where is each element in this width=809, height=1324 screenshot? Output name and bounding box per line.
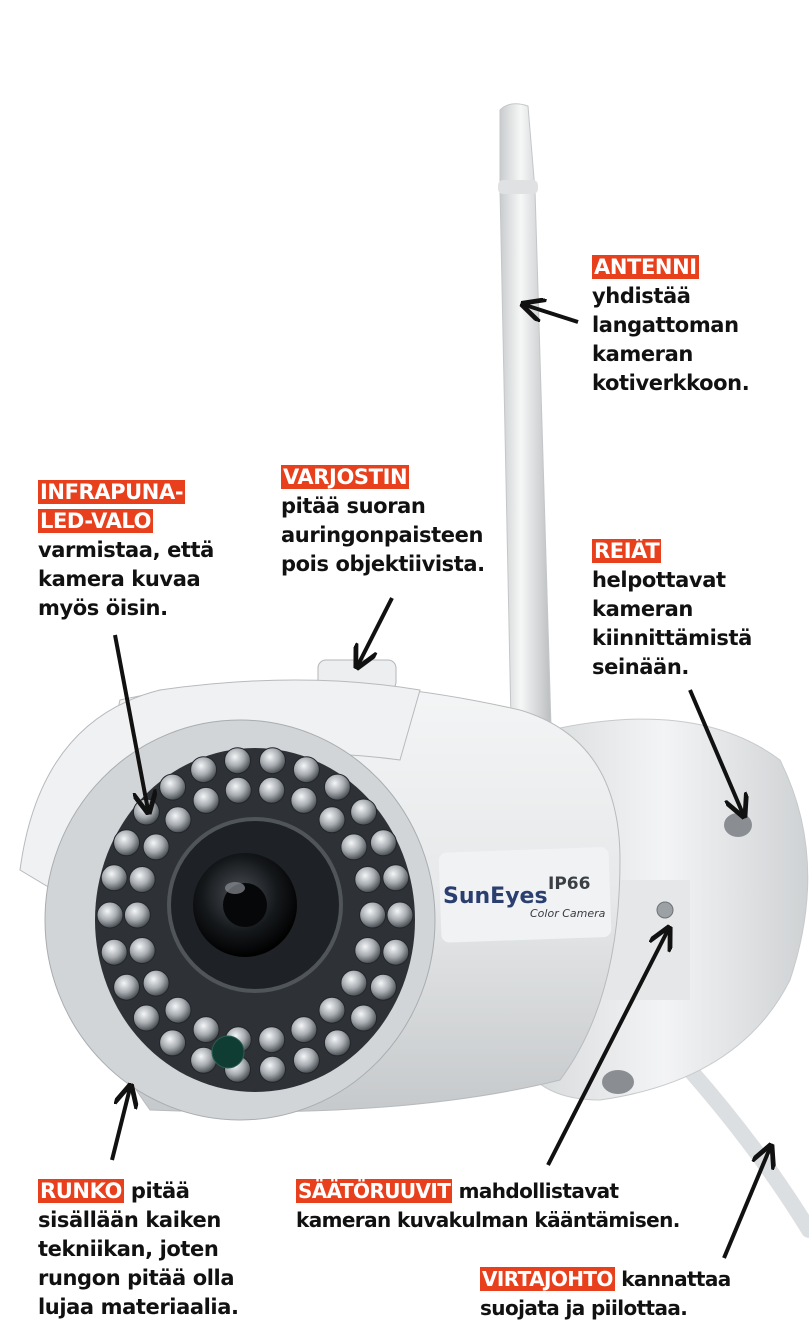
ir-led <box>96 901 124 929</box>
tag-antenna: ANTENNI <box>592 255 699 279</box>
tag-screws: SÄÄTÖRUUVIT <box>296 1179 453 1203</box>
callout-holes: REIÄT helpottavat kameran kiinnittämistä… <box>592 537 752 682</box>
tag-ir-led-line1: INFRAPUNA- <box>38 480 186 504</box>
text-holes: helpottavat kameran kiinnittämistä seinä… <box>592 568 752 679</box>
text-antenna: yhdistää langattoman kameran kotiverkkoo… <box>592 284 750 395</box>
ir-led <box>100 864 128 892</box>
ir-led <box>128 937 156 964</box>
ir-led <box>323 1029 351 1057</box>
text-screws: kameran kuvakulman kääntämisen. <box>296 1208 680 1232</box>
text-cable: suojata ja piilottaa. <box>480 1296 688 1320</box>
ir-led <box>259 1055 286 1083</box>
ir-led <box>292 1046 320 1074</box>
ir-led <box>350 1004 378 1032</box>
ir-led <box>224 747 251 775</box>
rating-badge: IP66 <box>548 874 590 894</box>
model-label: Color Camera <box>530 907 606 920</box>
ir-led <box>369 829 397 857</box>
ir-led <box>350 798 378 826</box>
tag-ir-led-line2: LED-VALO <box>38 509 154 533</box>
ir-led <box>123 901 151 929</box>
ir-led <box>159 1029 187 1057</box>
callout-body: RUNKO pitää sisällään kaiken tekniikan, … <box>38 1177 239 1322</box>
arrow-holes <box>688 689 743 814</box>
text-body: sisällään kaiken tekniikan, joten rungon… <box>38 1208 239 1319</box>
ir-led <box>290 786 318 814</box>
ir-led <box>164 996 192 1024</box>
power-cable <box>682 1062 809 1238</box>
ir-led <box>318 996 346 1024</box>
ir-led <box>132 1004 160 1032</box>
text-cable-first: kannattaa <box>614 1267 731 1291</box>
ir-led-ring <box>96 747 414 1083</box>
callout-shade: VARJOSTIN pitää suoran auringonpaisteen … <box>281 463 485 579</box>
camera-lens <box>167 817 343 1069</box>
arrow-body <box>110 1088 130 1161</box>
ir-led <box>190 756 218 784</box>
arrow-antenna <box>525 305 579 324</box>
antenna <box>498 103 553 771</box>
ir-led <box>100 938 128 966</box>
arrow-shade <box>358 597 394 665</box>
tag-cable: VIRTAJOHTO <box>480 1267 615 1291</box>
callout-antenna: ANTENNI yhdistää langattoman kameran kot… <box>592 253 750 398</box>
text-shade: pitää suoran auringonpaisteen pois objek… <box>281 494 485 576</box>
callout-screws: SÄÄTÖRUUVIT mahdollistavat kameran kuvak… <box>296 1177 680 1235</box>
ir-led <box>192 1016 220 1044</box>
tag-holes: REIÄT <box>592 539 662 563</box>
text-ir-led: varmistaa, että kamera kuvaa myös öisin. <box>38 538 214 620</box>
text-body-first: pitää <box>123 1179 190 1203</box>
callout-ir-led: INFRAPUNA- LED-VALO varmistaa, että kame… <box>38 478 214 623</box>
ir-led <box>290 1016 318 1044</box>
callout-cable: VIRTAJOHTO kannattaa suojata ja piilotta… <box>480 1265 731 1323</box>
ir-led <box>318 806 346 834</box>
ir-led <box>113 829 141 857</box>
callout-arrows <box>110 305 770 1259</box>
arrow-screws <box>546 930 668 1166</box>
tag-body: RUNKO <box>38 1179 124 1203</box>
ir-led <box>354 866 382 893</box>
ir-led <box>113 973 141 1001</box>
ir-led <box>128 866 156 893</box>
ir-led <box>359 901 387 929</box>
ir-led <box>259 747 286 775</box>
ir-led <box>142 969 170 997</box>
ir-led <box>159 773 187 801</box>
ir-led <box>142 833 170 861</box>
ir-led <box>292 756 320 784</box>
brand-name: SunEyes <box>443 884 548 909</box>
ir-led <box>323 773 351 801</box>
ir-led <box>369 973 397 1001</box>
arrow-cable <box>722 1148 770 1259</box>
brand-logo: SunEyes IP66 Color Camera <box>443 874 606 920</box>
ir-led <box>340 969 368 997</box>
ir-led <box>258 1026 286 1054</box>
ir-led <box>386 901 414 929</box>
arrow-ir-led <box>113 634 148 810</box>
text-screws-first: mahdollistavat <box>452 1179 619 1203</box>
ir-led <box>354 937 382 964</box>
ir-led <box>164 806 192 834</box>
tag-shade: VARJOSTIN <box>281 465 410 489</box>
ir-led <box>382 938 410 966</box>
ir-led <box>258 776 286 804</box>
ir-led <box>192 786 220 814</box>
ir-led <box>224 776 252 804</box>
ir-led <box>382 864 410 892</box>
ir-led <box>340 833 368 861</box>
